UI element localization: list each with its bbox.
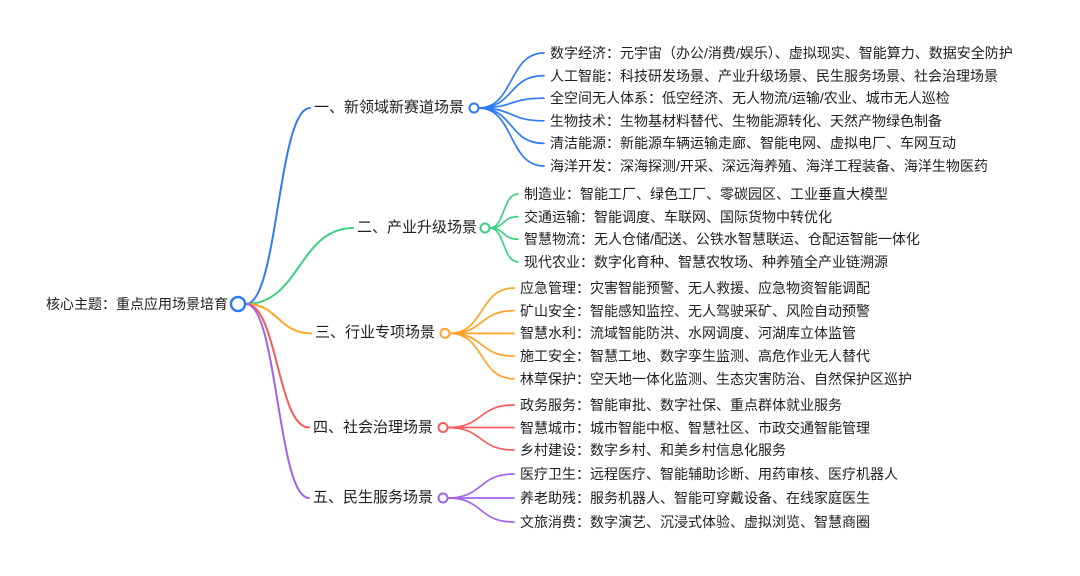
leaf-connector bbox=[448, 332, 515, 380]
branch-node[interactable]: 四、社会治理场景 bbox=[313, 418, 434, 436]
branch-collapse-handle[interactable] bbox=[468, 102, 480, 114]
leaf-connector bbox=[448, 332, 515, 357]
leaf-node[interactable]: 数字经济：元宇宙（办公/消费/娱乐）、虚拟现实、智能算力、数据安全防护 bbox=[550, 45, 1013, 61]
branch-connector bbox=[245, 227, 354, 305]
leaf-node[interactable]: 智慧城市：城市智能中枢、智慧社区、市政交通智能管理 bbox=[520, 419, 870, 436]
branch-node[interactable]: 五、民生服务场景 bbox=[313, 489, 434, 506]
branch-collapse-handle[interactable] bbox=[437, 492, 449, 504]
leaf-connector bbox=[477, 107, 545, 167]
leaf-node[interactable]: 清洁能源：新能源车辆运输走廊、智能电网、虚拟电厂、车网互动 bbox=[550, 135, 956, 152]
leaf-node[interactable]: 施工安全：智慧工地、数字孪生监测、高危作业无人替代 bbox=[520, 348, 870, 365]
leaf-connector bbox=[446, 426, 515, 451]
leaf-node[interactable]: 生物技术：生物基材料替代、生物能源转化、天然产物绿色制备 bbox=[550, 112, 942, 129]
branch-connector bbox=[245, 303, 310, 429]
leaf-connector bbox=[488, 227, 519, 263]
branch-collapse-handle[interactable] bbox=[437, 422, 449, 433]
leaf-node[interactable]: 智慧水利：流域智能防洪、水网调度、河湖库立体监管 bbox=[520, 325, 856, 342]
leaf-connector bbox=[448, 309, 515, 335]
leaf-node[interactable]: 矿山安全：智能感知监控、无人驾驶采矿、风险自动预警 bbox=[520, 302, 870, 319]
leaf-node[interactable]: 智慧物流：无人仓储/配送、公铁水智慧联运、仓配运智能一体化 bbox=[524, 231, 920, 248]
branch-node[interactable]: 一、新领域新赛道场景 bbox=[314, 99, 465, 116]
leaf-node[interactable]: 养老助残：服务机器人、智能可穿戴设备、在线家庭医生 bbox=[520, 490, 870, 506]
leaf-connector bbox=[446, 473, 515, 499]
leaf-node[interactable]: 海洋开发：深海探测/开采、深远海养殖、海洋工程装备、海洋生物医药 bbox=[550, 158, 988, 174]
branch-collapse-handle[interactable] bbox=[439, 327, 451, 339]
leaf-node[interactable]: 政务服务：智能审批、数字社保、重点群体就业服务 bbox=[520, 397, 842, 413]
leaf-node[interactable]: 林草保护：空天地一体化监测、生态灾害防治、自然保护区巡护 bbox=[520, 370, 912, 387]
branch-node[interactable]: 三、行业专项场景 bbox=[315, 324, 436, 342]
branch-node[interactable]: 二、产业升级场景 bbox=[357, 219, 478, 236]
leaf-node[interactable]: 医疗卫生：远程医疗、智能辅助诊断、用药审核、医疗机器人 bbox=[520, 466, 898, 482]
leaf-node[interactable]: 人工智能：科技研发场景、产业升级场景、民生服务场景、社会治理场景 bbox=[550, 67, 998, 84]
leaf-node[interactable]: 应急管理：灾害智能预警、无人救援、应急物资智能调配 bbox=[520, 280, 870, 296]
leaf-node[interactable]: 现代农业：数字化育种、智慧农牧场、种养殖全产业链溯源 bbox=[524, 253, 888, 270]
leaf-connector bbox=[446, 404, 515, 429]
leaf-node[interactable]: 文旅消费：数字演艺、沉浸式体验、虚拟浏览、智慧商圈 bbox=[520, 514, 870, 530]
branch-connector bbox=[245, 303, 310, 499]
root-collapse-handle[interactable] bbox=[229, 295, 247, 313]
leaf-connector bbox=[446, 497, 515, 523]
leaf-node[interactable]: 交通运输：智能调度、车联网、国际货物中转优化 bbox=[524, 208, 832, 225]
leaf-node[interactable]: 乡村建设：数字乡村、和美乡村信息化服务 bbox=[520, 442, 786, 458]
root-node[interactable]: 核心主题：重点应用场景培育 bbox=[46, 296, 228, 312]
leaf-node[interactable]: 制造业：智能工厂、绿色工厂、零碳园区、工业垂直大模型 bbox=[524, 186, 888, 202]
branch-connector bbox=[245, 303, 312, 335]
leaf-connector bbox=[477, 52, 545, 109]
branch-connector bbox=[245, 107, 311, 305]
branch-collapse-handle[interactable] bbox=[479, 222, 491, 234]
leaf-node[interactable]: 全空间无人体系：低空经济、无人物流/运输/农业、城市无人巡检 bbox=[550, 90, 950, 107]
